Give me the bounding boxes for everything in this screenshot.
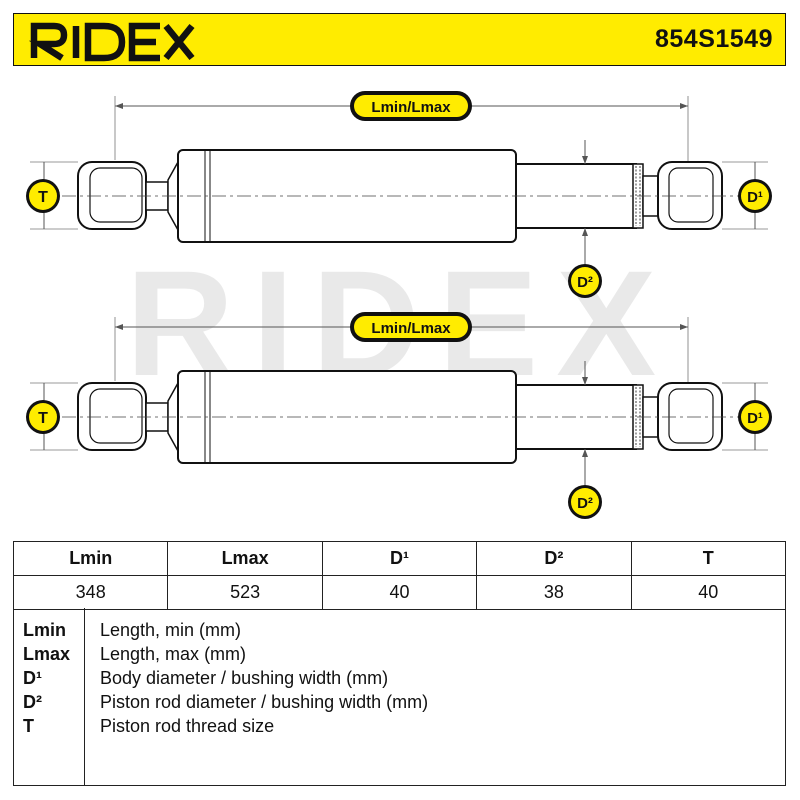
value-lmin: 348	[12, 575, 169, 610]
header-bar: 854S1549	[13, 13, 786, 66]
legend-key: D¹	[23, 668, 42, 688]
legend-desc: Piston rod diameter / bushing width (mm)	[100, 692, 429, 712]
t-badge: T	[26, 400, 60, 434]
spec-table-header-row: Lmin Lmax D¹ D² T	[12, 541, 787, 576]
spec-table: Lmin Lmax D¹ D² T 348 523 40 38 40	[12, 541, 787, 610]
header-lmin: Lmin	[12, 541, 169, 576]
part-number: 854S1549	[654, 25, 773, 53]
ridex-logo	[28, 22, 195, 62]
svg-text:D¹: D¹	[747, 410, 763, 427]
legend-key: T	[23, 716, 34, 736]
legend-key: Lmax	[23, 644, 71, 664]
svg-text:Lmin/Lmax: Lmin/Lmax	[371, 99, 451, 116]
header-t: T	[630, 541, 787, 576]
svg-text:D²: D²	[577, 274, 593, 291]
shock-absorber-drawing: RIDEX Lmin/Lmax	[26, 91, 772, 519]
svg-text:D²: D²	[577, 495, 593, 512]
value-d2: 38	[476, 575, 632, 610]
lmin-lmax-badge: Lmin/Lmax	[350, 312, 472, 342]
header-d1: D¹	[321, 541, 478, 576]
d2-badge: D²	[568, 264, 602, 298]
svg-text:D¹: D¹	[747, 189, 763, 206]
svg-text:T: T	[38, 189, 48, 206]
value-lmax: 523	[167, 575, 323, 610]
legend-desc: Length, min (mm)	[100, 620, 242, 640]
d1-badge: D¹	[738, 179, 772, 213]
legend: Lmin Length, min (mm) Lmax Length, max (…	[13, 608, 786, 786]
value-d1: 40	[321, 575, 478, 610]
legend-divider	[84, 608, 85, 785]
shock-absorber-bottom: Lmin/Lmax T D¹	[26, 312, 772, 519]
legend-desc: Piston rod thread size	[100, 716, 275, 736]
d1-badge: D¹	[738, 400, 772, 434]
lmin-lmax-badge: Lmin/Lmax	[350, 91, 472, 121]
header-d2: D²	[476, 541, 632, 576]
legend-key: Lmin	[23, 620, 66, 640]
d2-badge: D²	[568, 485, 602, 519]
svg-text:Lmin/Lmax: Lmin/Lmax	[371, 320, 451, 337]
legend-desc: Body diameter / bushing width (mm)	[100, 668, 389, 688]
spec-table-value-row: 348 523 40 38 40	[12, 575, 787, 610]
header-lmax: Lmax	[167, 541, 323, 576]
legend-key: D²	[23, 692, 42, 712]
value-t: 40	[630, 575, 787, 610]
legend-desc: Length, max (mm)	[100, 644, 247, 664]
shock-absorber-top: Lmin/Lmax T	[26, 91, 772, 298]
svg-text:T: T	[38, 410, 48, 427]
t-badge: T	[26, 179, 60, 213]
